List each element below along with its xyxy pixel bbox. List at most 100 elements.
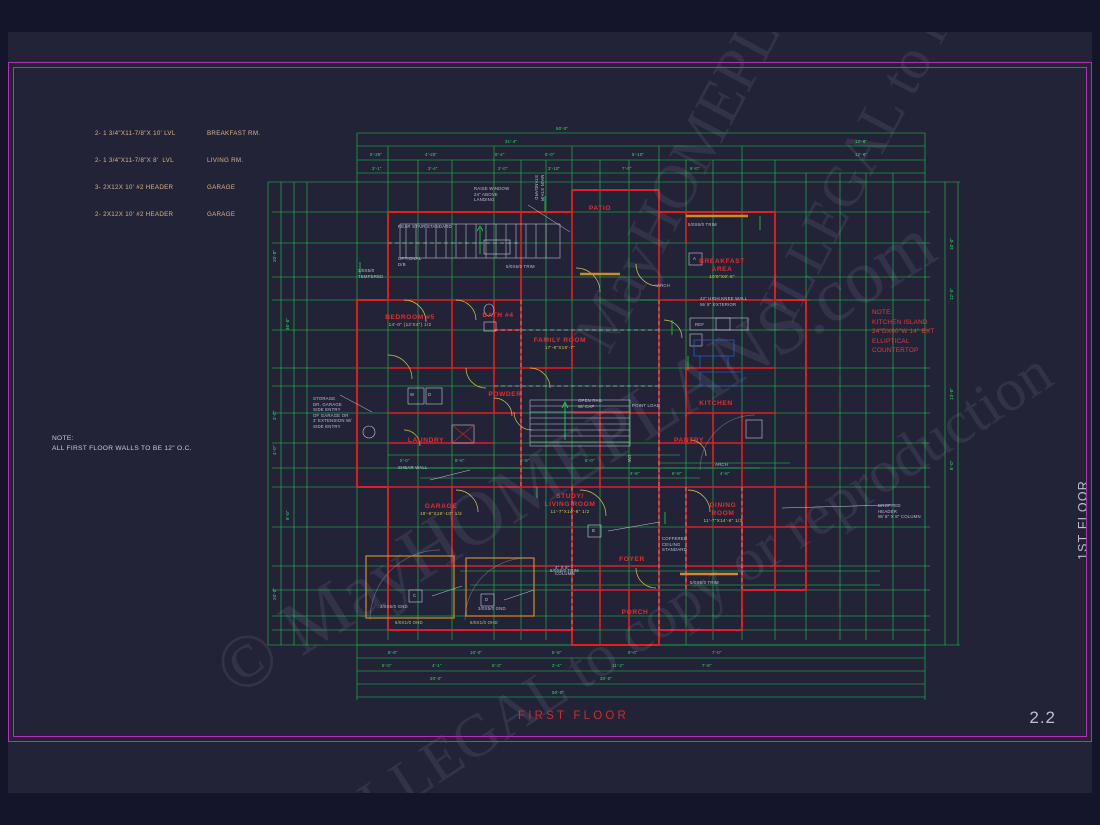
room-label: PANTRY: [649, 437, 729, 445]
room-name: LAUNDRY: [407, 437, 445, 444]
anno-shear-wall: SHEAR WALL: [398, 465, 428, 470]
anno-open-rail: OPEN RAIL W/ CAP: [578, 398, 603, 409]
dimension-text: 3'-10": [548, 166, 561, 171]
header-schedule-row: 2- 1 3/4"X11-7/8"X 8' LVL LIVING RM.: [95, 157, 260, 166]
anno-arch-1: ARCH: [657, 283, 670, 288]
header-size: 2- 2X12X 10' #2 HEADER: [95, 210, 174, 218]
dimension-text: 5'-0": [400, 458, 410, 463]
room-dimension: 11'-7"X14'-6" 1/2: [703, 518, 743, 524]
room-dimension: 11'-7"X14'-6" 1/2: [550, 509, 590, 515]
border-frame-inner: [13, 67, 1087, 737]
anno-raise-window: RAISE WINDOW 24" ABOVE LANDING: [474, 186, 510, 203]
dimension-text: 31'-4": [505, 139, 518, 144]
header-location: BREAKFAST RM.: [207, 129, 261, 137]
dimension-text: 6'-3": [492, 663, 502, 668]
room-label: KITCHEN: [676, 400, 756, 408]
plan-title: FIRST FLOOR: [518, 710, 630, 722]
room-name: POWDER: [488, 391, 522, 398]
anno-tempered-c: 3/0X5/0 GND: [380, 604, 408, 609]
header-location: LIVING RM.: [207, 156, 244, 164]
header-schedule-row: 2- 2X12X 10' #2 HEADER GARAGE: [95, 211, 260, 220]
room-dimension: 17'-8"X18'-7": [544, 345, 576, 351]
anno-tempered-d: 3/0X5/0 GND: [478, 606, 506, 611]
dimension-text: 8'-8": [455, 458, 465, 463]
anno-trim-1: 5/0X6/0 TRIM: [688, 222, 717, 227]
callout-tag-c: C: [413, 593, 417, 598]
header-location: GARAGE: [207, 210, 236, 218]
room-label: LAUNDRY: [386, 437, 466, 445]
anno-ref-label: REF: [695, 322, 705, 327]
door-label-c: 6/0X1/0 OHD: [395, 620, 423, 625]
dimension-text: 2'-4": [552, 663, 562, 668]
anno-w-label: W: [410, 392, 415, 397]
anno-dropped-header: DROPPED HEADER W/ 8" X 8" COLUMN: [878, 503, 921, 520]
sheet-number: 2.2: [1029, 708, 1056, 727]
dimension-text: 7'-0": [622, 166, 632, 171]
room-dimension: 10'9"X9'-8": [709, 274, 735, 280]
dimension-text: 5'-25": [370, 152, 383, 157]
room-name: FAMILY ROOM: [533, 337, 587, 344]
dimension-text: 5'-10": [632, 152, 645, 157]
room-label: BATH #4: [458, 312, 538, 320]
header-size: 3- 2X12X 10' #2 HEADER: [95, 183, 174, 191]
margin-band-left: [0, 0, 8, 825]
note-left: NOTE: ALL FIRST FLOOR WALLS TO BE 12" O.…: [52, 435, 192, 452]
margin-band-bottom: [0, 793, 1100, 825]
dimension-text: 50'-0": [556, 126, 569, 131]
dimension-text: 9'-0": [628, 650, 638, 655]
header-location: GARAGE: [207, 183, 236, 191]
dimension-text: 12'-8": [855, 139, 868, 144]
header-schedule-row: 3- 2X12X 10' #2 HEADER GARAGE: [95, 184, 260, 193]
margin-band-top: [0, 0, 1100, 32]
room-dimension: 14'-0" (12'X4") 1/2: [388, 322, 432, 328]
room-name: FOYER: [619, 556, 645, 563]
dimension-text: 8'-8": [520, 458, 530, 463]
room-name: DINING ROOM: [709, 502, 737, 518]
header-size: 2- 1 3/4"X11-7/8"X 8' LVL: [95, 156, 174, 164]
anno-storage-garage: STORAGE DR. GARAGE SIDE ENTRY OF GARAGE …: [313, 396, 352, 429]
anno-trim-3: 5/0X6/0 TRIM: [690, 580, 719, 585]
dimension-text: 50'-0": [552, 690, 565, 695]
room-label: FOYER: [592, 556, 672, 564]
room-dimension: 19'-6"X19'-10" 1/2: [419, 511, 463, 517]
room-label: POWDER: [465, 391, 545, 399]
dimension-text: 30'-0": [600, 676, 613, 681]
anno-point-load: POINT LOAD: [632, 403, 660, 408]
anno-knee-wall: 42" HIGH KNEE WALL W/ 8" EXTERIOR: [700, 296, 748, 307]
note-kitchen-island: NOTE: KITCHEN ISLAND 24"DX60"W 14" EXT E…: [872, 309, 935, 355]
dimension-text: 6'-8": [672, 471, 682, 476]
room-label: PATIO: [560, 205, 640, 213]
border-frame-outer: [8, 62, 1092, 742]
dimension-text: 2'-0": [498, 166, 508, 171]
header-schedule: 2- 1 3/4"X11-7/8"X 10' LVL BREAKFAST RM.…: [95, 112, 260, 238]
dimension-text: 7'-8": [702, 663, 712, 668]
dimension-text: 4'-25": [425, 152, 438, 157]
room-name: PORCH: [621, 609, 649, 616]
room-name: GARAGE: [424, 503, 458, 510]
callout-tag-d: D: [485, 597, 489, 602]
room-name: BATH #4: [482, 312, 514, 319]
anno-coffered-ceiling: COFFERED CEILING STANDARD: [662, 536, 688, 553]
dimension-text: 8'-4": [495, 152, 505, 157]
door-label-d: 6/0X1/0 OHD: [470, 620, 498, 625]
room-name: BEDROOM #5: [385, 314, 435, 321]
room-name: STUDY/ LIVING ROOM: [544, 493, 596, 509]
dimension-text: 4'-8": [630, 471, 640, 476]
dimension-text: 3'-1": [372, 166, 382, 171]
room-name: PANTRY: [674, 437, 704, 444]
dimension-text: 6'-0": [690, 166, 700, 171]
dimension-text: 5'-8": [552, 650, 562, 655]
room-name: KITCHEN: [699, 400, 733, 407]
room-label: PORCH: [595, 609, 675, 617]
anno-rear-stair: REAR STAIR STANDARD: [398, 224, 452, 229]
dimension-text: 4'-1": [432, 663, 442, 668]
anno-optional-db: OPTIONAL D/B: [398, 256, 422, 267]
dimension-text: 11'-2": [612, 663, 624, 668]
header-schedule-row: 2- 1 3/4"X11-7/8"X 10' LVL BREAKFAST RM.: [95, 130, 260, 139]
callout-tag-b: B: [592, 528, 596, 533]
